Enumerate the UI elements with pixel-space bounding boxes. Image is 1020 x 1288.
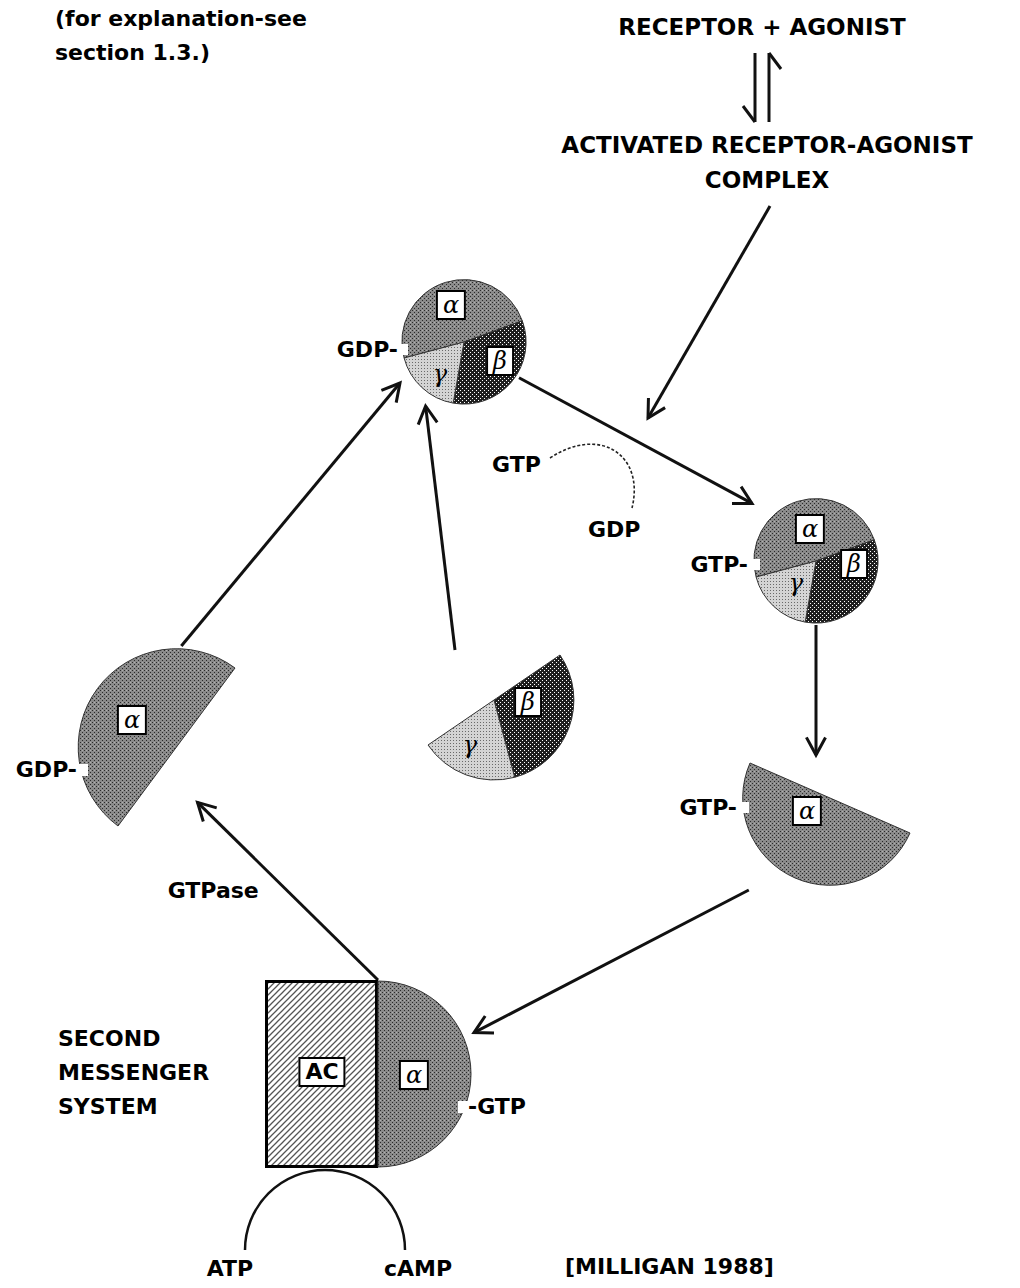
alpha-subunit: α-GTP <box>378 980 474 1168</box>
substrate-label: ATP <box>207 1252 253 1286</box>
nucleotide-notch <box>400 344 408 355</box>
nucleotide-notch <box>752 559 760 570</box>
connector-line <box>181 383 400 646</box>
beta-gamma-dimer: βγ <box>420 650 595 795</box>
alpha-subunit: αGTP- <box>740 755 915 890</box>
subunit-letter: γ <box>463 732 477 758</box>
subunit-region <box>743 763 910 885</box>
activation-arrow <box>519 378 752 504</box>
connector-line <box>519 378 752 504</box>
adenylate-cyclase: AC <box>265 980 378 1168</box>
arrow-head <box>381 383 400 403</box>
connector-line <box>474 890 749 1033</box>
forward-line <box>754 53 757 122</box>
subunit-letter: α <box>399 1060 429 1090</box>
subunit-letter: β <box>486 346 514 376</box>
arrow-head <box>806 737 825 755</box>
subunit-region <box>78 649 235 826</box>
enzyme-label: GTPase <box>165 874 262 908</box>
g-protein-trimer: αβγGTP- <box>752 497 880 625</box>
nucleotide-notch <box>76 764 88 776</box>
section-note: (for explanation-see section 1.3.) <box>55 2 355 70</box>
connector-line <box>815 625 818 755</box>
nucleotide-exchange-curve <box>550 444 634 508</box>
subunit-letter: γ <box>789 570 803 596</box>
alpha-half-disc <box>740 755 915 890</box>
arrow-barb <box>743 106 755 122</box>
arrow-head <box>418 406 437 425</box>
dissociation-arrow <box>806 625 825 755</box>
arrow-barb <box>769 53 781 69</box>
alpha-half-disc <box>76 646 238 830</box>
nucleotide-notch <box>740 802 749 813</box>
subunit-letter: β <box>514 687 542 717</box>
nucleotide-label: GTP- <box>690 552 748 578</box>
subunit-letter: β <box>840 549 868 579</box>
system-label: SECOND MESSENGER SYSTEM <box>58 1022 238 1124</box>
subunit-region <box>404 342 464 403</box>
nucleotide-label: GTP- <box>679 795 737 821</box>
nucleotide-label: GDP- <box>337 337 398 363</box>
connector-line <box>426 406 455 650</box>
nucleotide-label: GTP <box>492 448 541 482</box>
reactant-label: RECEPTOR + AGONIST <box>618 10 905 45</box>
subunit-letter: α <box>795 514 825 544</box>
arrow-head <box>198 802 217 821</box>
arrow-head <box>648 398 665 418</box>
g-protein-trimer: αβγGDP- <box>400 278 528 406</box>
reassociation-arrow <box>181 383 400 646</box>
subunit-letter: α <box>436 290 466 320</box>
activation-leader-line <box>648 206 770 418</box>
subunit-letter: α <box>117 705 147 735</box>
arrow-head <box>474 1016 494 1033</box>
cyclase-outline <box>267 982 377 1167</box>
arrow-head <box>732 487 752 504</box>
subunit-region <box>805 540 878 623</box>
subunit-region <box>378 981 471 1167</box>
alpha-subunit: αGDP- <box>76 646 238 830</box>
nucleotide-label: GDP <box>588 513 640 547</box>
nucleotide-label: -GTP <box>468 1094 526 1120</box>
complex-label: ACTIVATED RECEPTOR-AGONIST COMPLEX <box>522 128 1012 198</box>
reassociation-arrow <box>418 406 455 650</box>
binding-arrow <box>474 890 749 1033</box>
subunit-letter: α <box>792 796 822 826</box>
reactant-text: RECEPTOR + AGONIST <box>618 10 905 45</box>
subunit-region <box>428 700 515 780</box>
subunit-region <box>756 561 816 622</box>
complex-text: ACTIVATED RECEPTOR-AGONIST COMPLEX <box>522 128 1012 198</box>
product-label: cAMP <box>384 1252 452 1286</box>
citation-label: [MILLIGAN 1988] <box>565 1250 774 1284</box>
enzyme-label: AC <box>298 1057 345 1087</box>
atp-camp-conversion-arc <box>245 1170 405 1250</box>
subunit-letter: γ <box>433 361 447 387</box>
equilibrium-arrows <box>743 53 781 122</box>
subunit-region <box>453 321 526 404</box>
beta-gamma-half-disc <box>420 650 595 795</box>
reverse-line <box>768 53 771 122</box>
nucleotide-label: GDP- <box>16 757 77 783</box>
